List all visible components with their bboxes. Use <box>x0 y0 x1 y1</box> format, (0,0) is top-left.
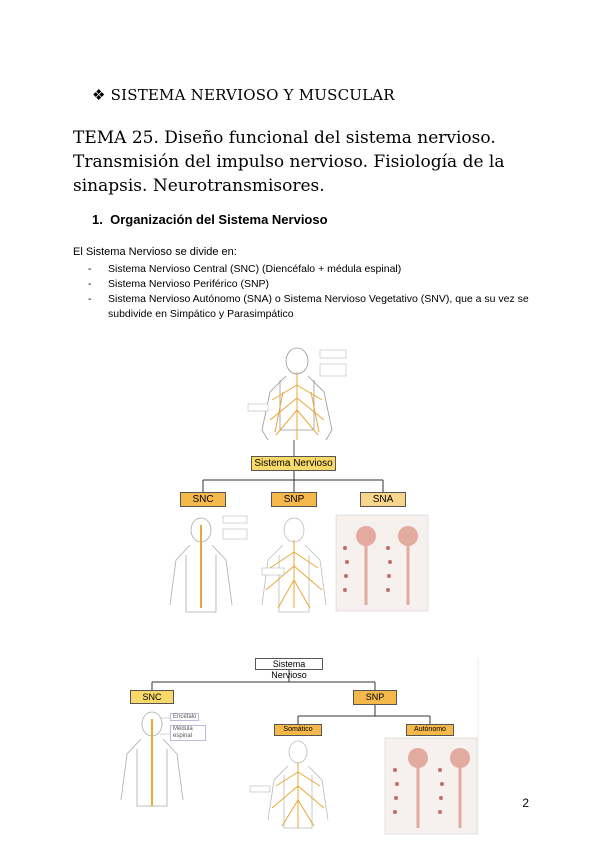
list-item: Sistema Nervioso Central (SNC) (Diencéfa… <box>88 262 538 277</box>
sna-autonomic-chart <box>335 514 429 612</box>
label-medula: Médula espinal <box>170 725 206 741</box>
body-figure-snp <box>261 517 327 613</box>
division-list: Sistema Nervioso Central (SNC) (Diencéfa… <box>88 262 538 322</box>
diagram-1-snp-box: SNP <box>271 492 317 507</box>
page-number: 2 <box>522 796 529 810</box>
section-title: ❖ SISTEMA NERVIOSO Y MUSCULAR <box>92 86 395 104</box>
heading-text: Organización del Sistema Nervioso <box>110 212 328 227</box>
body-figure-snc <box>169 517 233 613</box>
autonomic-chart-2 <box>384 737 478 835</box>
list-item: Sistema Nervioso Periférico (SNP) <box>88 277 538 292</box>
label-encefalo: Encéfalo <box>170 713 200 721</box>
diagram-1-root-box: Sistema Nervioso <box>251 456 336 471</box>
diagram-2-snp-box: SNP <box>353 690 397 705</box>
topic-title: TEMA 25. Diseño funcional del sistema ne… <box>73 128 505 196</box>
intro-text: El Sistema Nervioso se divide en: <box>73 246 237 258</box>
diagram-1-snc-box: SNC <box>180 492 226 507</box>
diagram-2-snc-box: SNC <box>130 690 174 704</box>
diamond-bullet-icon: ❖ <box>92 86 106 104</box>
nerves-top <box>269 372 325 440</box>
heading-organizacion: 1. Organización del Sistema Nervioso <box>92 212 328 227</box>
diagram-2-somatico-box: Somático <box>274 724 322 736</box>
diagram-1-sna-box: SNA <box>360 492 406 507</box>
section-title-text: SISTEMA NERVIOSO Y MUSCULAR <box>110 86 395 104</box>
diagram-2-autonomo-box: Autónomo <box>406 724 454 736</box>
heading-number: 1. <box>92 212 103 227</box>
diagram-2-root-box: Sistema Nervioso <box>255 658 323 680</box>
list-item: Sistema Nervioso Autónomo (SNA) o Sistem… <box>88 292 538 322</box>
